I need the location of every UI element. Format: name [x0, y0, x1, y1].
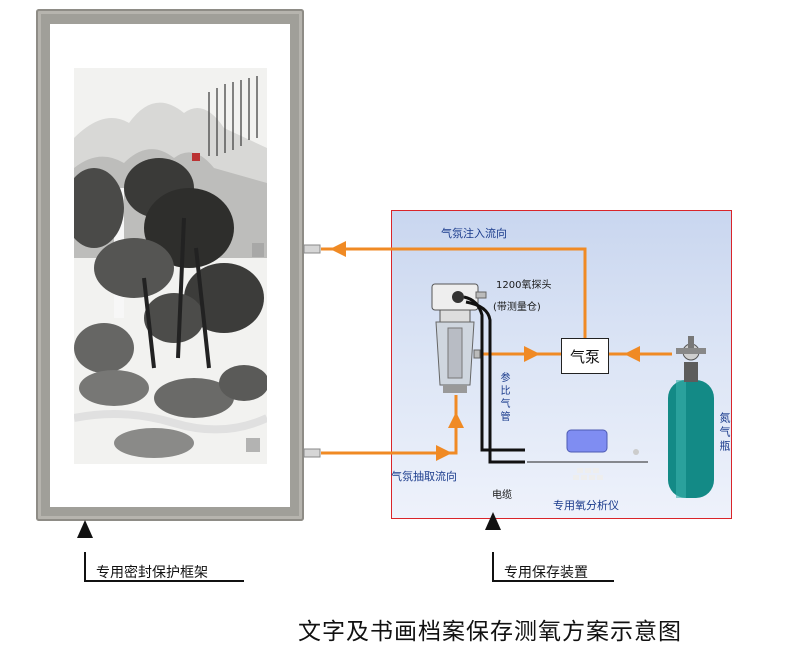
extract-flow-arrow [436, 445, 452, 461]
cable-line [465, 300, 525, 464]
extract-flow-arrow-up [448, 412, 464, 428]
cable-label: 电缆 [492, 490, 512, 501]
frame-callout-line [84, 552, 244, 582]
frame-callout-arrowhead [77, 520, 93, 538]
bottle-to-pump-arrow [624, 346, 640, 362]
nitrogen-bottle-label: 氮气瓶 [718, 412, 731, 454]
probe-label-line2: (带测量仓) [493, 302, 541, 313]
device-callout-text: 专用保存装置 [504, 565, 588, 581]
inject-flow-label: 气氛注入流向 [441, 227, 507, 240]
device-callout-line [492, 552, 614, 582]
frame-inlet-connector [303, 244, 321, 254]
extract-flow-label: 气氛抽取流向 [391, 470, 457, 483]
analyzer-label: 专用氧分析仪 [553, 499, 619, 512]
inject-flow-arrow [330, 241, 346, 257]
diagram-caption: 文字及书画档案保存测氧方案示意图 [298, 619, 682, 645]
device-callout-arrowhead [485, 512, 501, 530]
probe-to-pump-arrow [524, 346, 540, 362]
gas-pump: 气泵 [561, 338, 609, 374]
reference-tube-label: 参比气管 [498, 372, 509, 424]
painting-illustration [74, 68, 267, 464]
probe-label-line1: 1200氧探头 [496, 280, 552, 291]
reference-gas-tube [463, 295, 525, 452]
ink-landscape-painting [74, 68, 267, 464]
inject-flow-pipe [321, 247, 587, 338]
extract-flow-pipe [321, 395, 458, 455]
nitrogen-bottle [668, 336, 714, 498]
frame-callout-text: 专用密封保护框架 [96, 565, 208, 581]
analyzer-screen [566, 429, 608, 453]
frame-outlet-connector [303, 448, 321, 458]
analyzer-keypad [573, 468, 603, 480]
